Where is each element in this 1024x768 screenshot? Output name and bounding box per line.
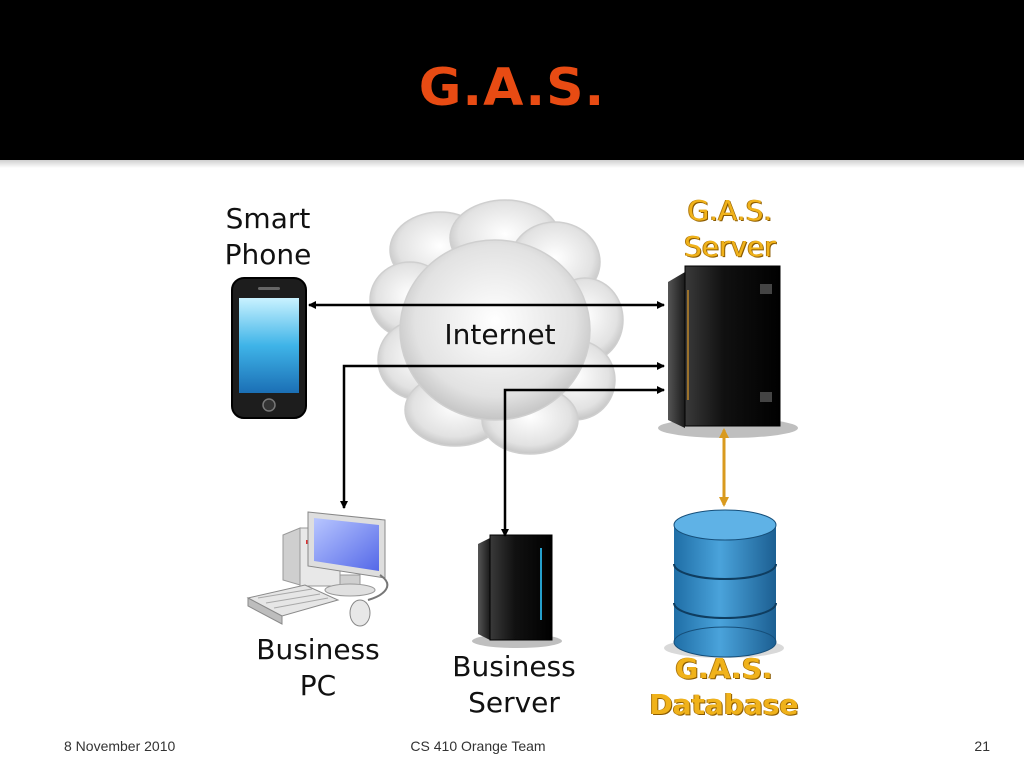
title-bar xyxy=(0,0,1024,160)
title-divider xyxy=(0,160,1024,168)
server-tower-icon xyxy=(658,265,798,438)
desktop-computer-icon xyxy=(246,511,389,627)
connection-arrows xyxy=(308,301,665,537)
footer-page-number: 21 xyxy=(974,738,990,754)
gas-server-label: G.A.S. Server xyxy=(684,194,776,263)
smartphone-icon xyxy=(231,277,307,419)
server-tower-icon xyxy=(472,534,562,648)
smart-phone-label: Smart Phone xyxy=(224,202,312,271)
footer-team: CS 410 Orange Team xyxy=(410,738,546,754)
arrow-pc-server xyxy=(340,362,665,509)
arrow-businessserver-server xyxy=(501,386,665,537)
business-server-label: Business Server xyxy=(452,650,576,719)
database-cylinder-icon xyxy=(664,509,784,658)
business-pc-label: Business PC xyxy=(256,633,380,702)
footer-date: 8 November 2010 xyxy=(64,738,176,754)
internet-label: Internet xyxy=(444,318,556,351)
slide-title: G.A.S. xyxy=(418,58,606,118)
gas-database-label: G.A.S. Database xyxy=(649,652,799,721)
